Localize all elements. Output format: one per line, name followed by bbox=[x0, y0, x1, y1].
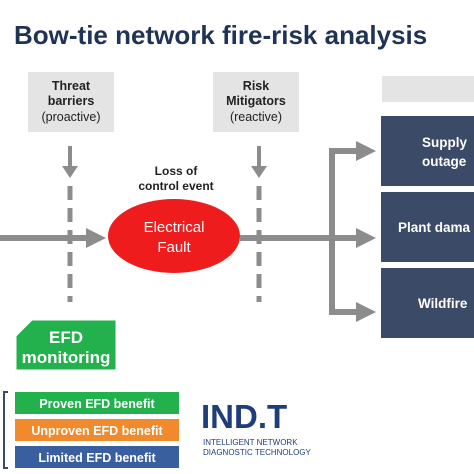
legend-bracket bbox=[3, 391, 8, 469]
electrical-fault-line1: Electrical bbox=[144, 219, 205, 236]
risk-mitigators-line1: Risk bbox=[243, 79, 269, 93]
electrical-fault-node: Electrical Fault bbox=[108, 199, 240, 273]
threat-input-arrow bbox=[0, 228, 106, 248]
risk-mitigators-box bbox=[213, 72, 299, 132]
legend-limited-swatch bbox=[15, 446, 179, 468]
legend-proven-label: Proven EFD benefit bbox=[39, 397, 155, 411]
page-title: Bow-tie network fire-risk analysis bbox=[14, 20, 427, 50]
risk-mitigators-header: Risk Mitigators (reactive) bbox=[213, 72, 299, 132]
threat-barriers-line3: (proactive) bbox=[41, 110, 100, 124]
legend: Proven EFD benefit Unproven EFD benefit … bbox=[15, 392, 179, 468]
efd-monitoring-line2: monitoring bbox=[22, 348, 111, 367]
consequence-plant-damage: Plant dama bbox=[381, 192, 474, 262]
wildfire-box bbox=[381, 268, 474, 338]
efd-monitoring-shape bbox=[15, 319, 117, 371]
efd-monitoring-line1: EFD bbox=[49, 328, 83, 347]
logo-tagline-line1: INTELLIGENT NETWORK bbox=[203, 438, 298, 447]
threat-barriers-header: Threat barriers (proactive) bbox=[28, 72, 114, 132]
wildfire-line1: Wildfire bbox=[418, 296, 468, 311]
indt-logo: IND.T INTELLIGENT NETWORK DIAGNOSTIC TEC… bbox=[201, 398, 312, 457]
threat-barriers-box bbox=[28, 72, 114, 132]
supply-outage-line2: outage bbox=[422, 154, 467, 169]
plant-damage-line1: Plant dama bbox=[398, 220, 471, 235]
consequence-supply-outage: Supply outage bbox=[381, 116, 474, 186]
threat-down-arrow bbox=[62, 146, 78, 178]
logo-name: IND.T bbox=[201, 398, 287, 435]
event-label-line2: control event bbox=[138, 179, 213, 193]
plant-damage-box bbox=[381, 192, 474, 262]
risk-mitigators-line2: Mitigators bbox=[226, 94, 286, 108]
efd-monitoring-box: EFD monitoring bbox=[15, 319, 117, 371]
legend-proven-swatch bbox=[15, 392, 179, 414]
event-label-line1: Loss of bbox=[155, 164, 199, 178]
risk-mitigators-line3: (reactive) bbox=[230, 110, 282, 124]
electrical-fault-ellipse bbox=[108, 199, 240, 273]
supply-outage-box bbox=[381, 116, 474, 186]
supply-outage-line1: Supply bbox=[422, 135, 467, 150]
consequence-wildfire: Wildfire bbox=[381, 268, 474, 338]
logo-tagline-line2: DIAGNOSTIC TECHNOLOGY bbox=[203, 448, 312, 457]
consequences-header-box bbox=[382, 76, 474, 102]
legend-limited-label: Limited EFD benefit bbox=[38, 451, 156, 465]
threat-barriers-line1: Threat bbox=[52, 79, 91, 93]
consequence-arrows bbox=[240, 141, 376, 322]
mitigator-down-arrow bbox=[251, 146, 267, 178]
electrical-fault-line2: Fault bbox=[157, 239, 191, 256]
threat-barriers-line2: barriers bbox=[48, 94, 95, 108]
legend-unproven-label: Unproven EFD benefit bbox=[31, 424, 163, 438]
legend-unproven-swatch bbox=[15, 419, 179, 441]
